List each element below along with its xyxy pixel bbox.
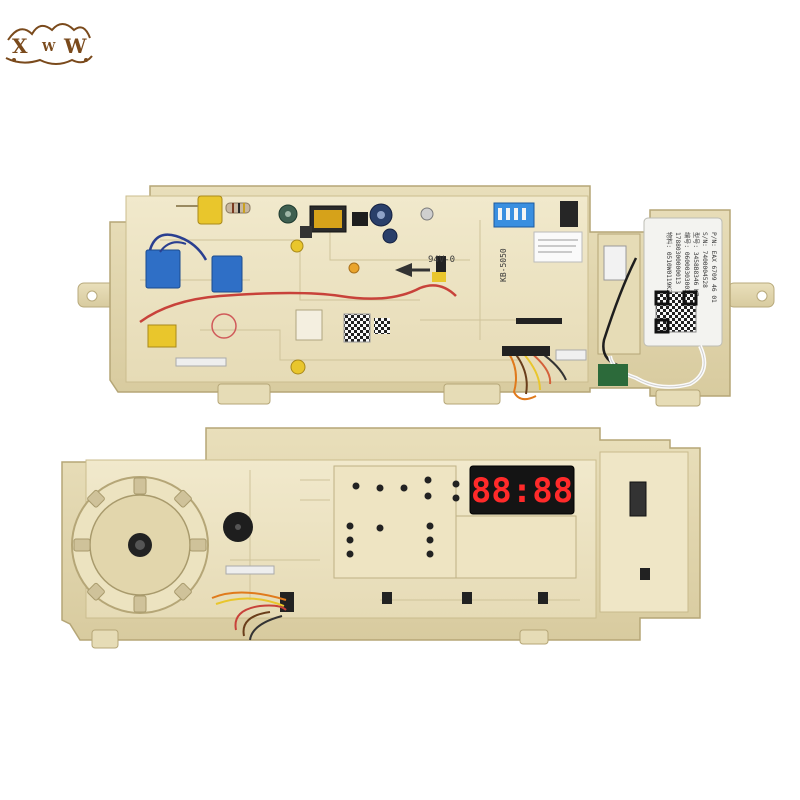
film-capacitor: [197, 195, 223, 225]
wifi-module-connector: [603, 245, 627, 281]
qr-sticker-2: [374, 318, 390, 334]
ic-chip-2: [436, 256, 446, 272]
seven-segment-display: [469, 465, 575, 515]
upper-control-board: 94V-0 KB-5050 P/N: EAX 6709 4: [77, 185, 775, 407]
module-label-line-1: P/N: EAX 6709 46 01: [710, 232, 717, 303]
logo-letter-2: W: [41, 40, 56, 54]
logo-letter-3: W: [63, 34, 87, 58]
display-digits: 88:88: [471, 471, 573, 511]
module-label-line-5: 17880300000013: [674, 232, 681, 284]
tactile-button-1: [382, 592, 392, 604]
pin-header-2: [175, 357, 227, 367]
varistor-3: [290, 359, 306, 375]
side-connector: [147, 324, 177, 348]
red-wire: [139, 284, 457, 324]
module-label-line-6: 物料: 0510W0119K2: [665, 232, 673, 293]
mounting-screw: [420, 207, 434, 221]
harness-connector: [280, 592, 294, 612]
blue-relay-2: [211, 255, 243, 293]
varistor: [290, 239, 304, 253]
tactile-button-2: [462, 592, 472, 604]
logo-letter-1: X: [12, 34, 28, 58]
module-label-line-2: S/N: 7400004528: [701, 232, 708, 288]
program-selector-knob: [71, 476, 209, 614]
module-qr-code: [655, 291, 697, 333]
green-chip: [598, 364, 628, 386]
led-window-panel: [333, 465, 457, 579]
brand-logo: X W W: [5, 23, 93, 65]
black-connector: [560, 201, 578, 227]
varistor-2: [348, 262, 360, 274]
board-mark-text: 94V-0: [428, 255, 455, 265]
white-relay: [295, 309, 323, 341]
ic-chip-1: [352, 212, 368, 226]
module-label-line-4: 编号: 0600030300314: [683, 232, 691, 301]
side-rail: [599, 451, 689, 613]
inspection-stamp: [211, 313, 237, 339]
board-side-code: KB-5050: [499, 248, 508, 282]
board-label: [533, 231, 583, 263]
module-label-line-3: 型号: 3458B8346 K7: [692, 232, 700, 297]
led-panel-right: [455, 515, 577, 579]
tactile-button-4: [640, 568, 650, 580]
electrolytic-capacitor-3: [382, 228, 398, 244]
tactile-button-3: [538, 592, 548, 604]
pin-header: [516, 318, 562, 324]
display-wiring-harness: [211, 591, 287, 641]
lower-display-board: 88:88: [61, 427, 701, 649]
blue-relay-1: [145, 249, 181, 289]
door-switch: [629, 481, 647, 517]
display-pin-header: [225, 565, 275, 575]
qr-sticker-1: [343, 313, 371, 343]
